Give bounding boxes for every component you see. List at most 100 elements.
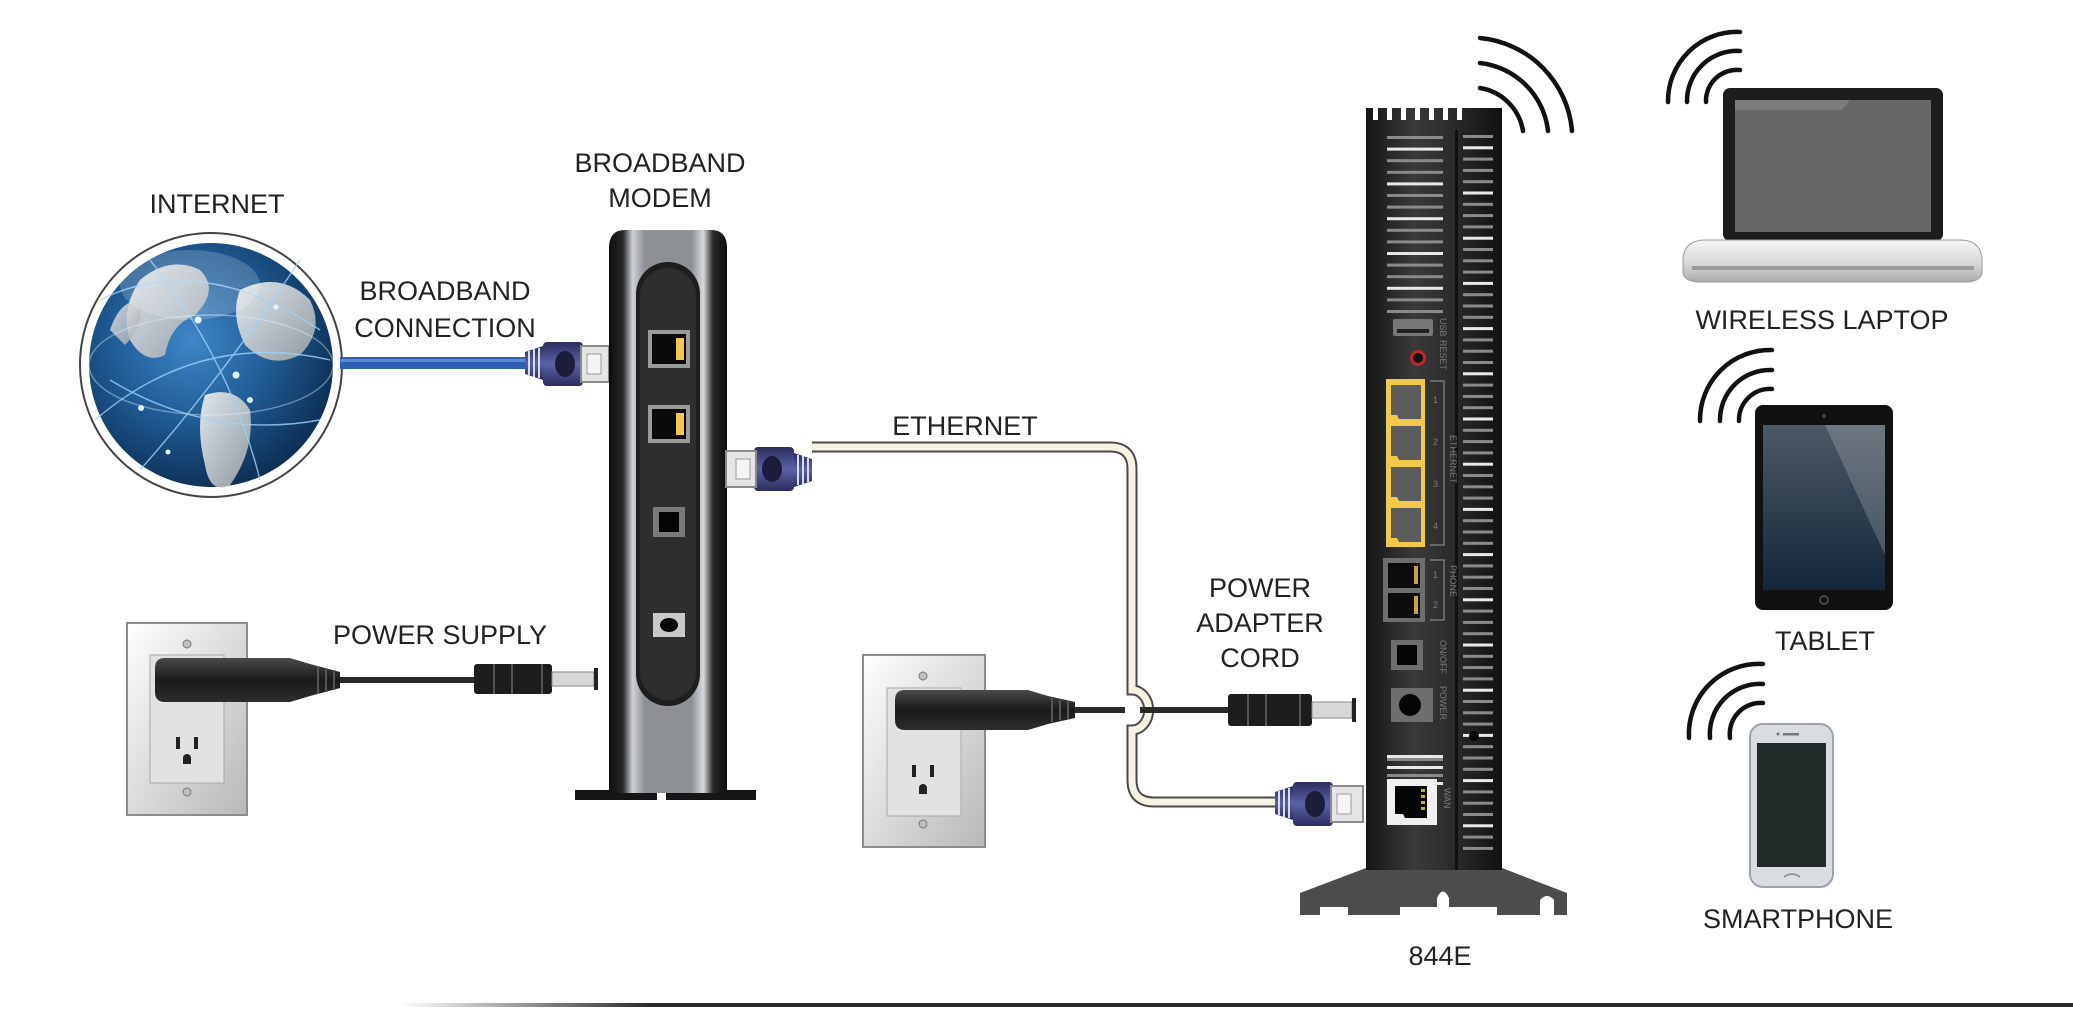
vent-slat [1387,217,1443,221]
tablet-wifi-signal-icon [1697,347,1775,424]
vent-slat [1387,774,1443,777]
vent-slat [1387,286,1443,290]
vent-slat [1387,275,1443,279]
modem-ethernet-port-1 [648,330,690,368]
modem-ethernet-port-2 [648,405,690,443]
vent-slat [1463,643,1493,647]
vent-slat [1463,406,1493,410]
vent-slat [1463,846,1493,850]
vent-slat [1387,170,1443,174]
broadband-connection-label-line-1: BROADBAND [359,276,530,306]
modem-icon [575,230,756,800]
vent-slat [1463,394,1493,398]
vent-slat [1463,451,1493,455]
modem-label-line-1: BROADBAND [574,148,745,178]
vent-slat [1387,147,1443,151]
vent-slat [1463,801,1493,805]
vent-slat [1463,824,1493,828]
vent-slat [1463,835,1493,839]
phone-ports-label: PHONE [1448,565,1458,597]
ethernet-port-3-label: 3 [1433,479,1438,489]
broadband-cable [340,357,530,369]
vent-slat [1463,779,1493,783]
router-reset-button [1410,350,1426,366]
vent-slat [1387,194,1443,197]
modem-square-port [653,507,685,537]
vent-slat [1387,205,1443,209]
vent-slat [1387,263,1443,267]
power-outlet-left-icon [126,622,248,816]
vent-slat [1387,159,1443,163]
vent-slat [1463,711,1493,715]
phone-port-1-label: 1 [1433,570,1438,580]
vent-slat [1387,136,1443,139]
smartphone-icon [1749,723,1834,888]
vent-slat [1463,417,1493,421]
vent-slat [1463,214,1493,218]
vent-slat [1463,530,1493,534]
power-supply-label: POWER SUPPLY [333,620,547,650]
vent-slat [1463,507,1493,511]
vent-slat [1387,310,1443,313]
power-adapter-label-line-1: POWER [1209,573,1311,603]
vent-slat [1387,755,1443,758]
router-model-label: 844E [1408,941,1471,971]
vent-slat [1463,519,1493,523]
vent-slat [1387,228,1443,232]
smartphone-label: SMARTPHONE [1703,904,1893,934]
vent-slat [1463,587,1493,590]
vent-slat [1463,496,1493,500]
vent-slat [1463,745,1493,749]
laptop-wifi-signal-icon [1665,29,1743,105]
vent-slat [1463,722,1493,726]
power-supply-cable [155,658,598,702]
modem-label: BROADBAND MODEM [574,148,745,213]
ethernet-port-2-label: 2 [1433,437,1438,447]
wan-port-label: WAN [1442,788,1452,809]
vent-slat [1387,766,1443,769]
vent-slat [1463,654,1493,658]
vent-slat [1463,168,1493,172]
vent-slat [1463,440,1493,444]
vent-slat [1463,135,1493,138]
router-ethernet-ports [1386,379,1445,547]
vent-slat [1463,293,1493,297]
bottom-divider [400,1003,2073,1007]
vent-slat [1463,677,1493,681]
laptop-icon [1682,88,1983,283]
vent-slat [1463,372,1493,376]
power-adapter-cable [895,690,1356,730]
vent-slat [1463,202,1493,206]
vent-slat [1463,688,1493,692]
ethernet-port-1-label: 1 [1433,395,1438,405]
vent-slat [1463,474,1493,477]
power-outlet-middle-icon [862,654,986,848]
phone-port-2-label: 2 [1433,600,1438,610]
vent-slat [1463,180,1493,184]
modem-power-jack [653,613,685,637]
vent-slat [1463,361,1493,364]
vent-slat [1463,225,1493,229]
tablet-icon [1755,405,1893,610]
vent-slat [1463,248,1493,251]
vent-slat [1463,270,1493,274]
power-adapter-label-line-3: CORD [1220,643,1300,673]
vent-slat [1463,315,1493,319]
vent-slat [1463,281,1493,285]
on-off-label: ON/OFF [1438,640,1448,674]
vent-slat [1463,666,1493,670]
reset-label: RESET [1438,340,1448,371]
power-adapter-label-line-2: ADAPTER [1196,608,1324,638]
vent-slat [1463,383,1493,387]
vent-slat [1463,349,1493,353]
vent-slat [1463,236,1493,240]
power-port-label: POWER [1438,686,1448,721]
broadband-connection-label: BROADBAND CONNECTION [354,276,536,343]
router-usb-port [1393,319,1433,336]
rj45-connector-icon [525,342,610,386]
router-port-labels: USB RESET ETHERNET 1 2 3 4 PHONE 1 2 ON/… [1433,318,1458,809]
router-icon [1300,35,1575,915]
vent-slat [1463,632,1493,636]
router-power-jack [1391,688,1433,722]
vent-slat [1463,609,1493,613]
